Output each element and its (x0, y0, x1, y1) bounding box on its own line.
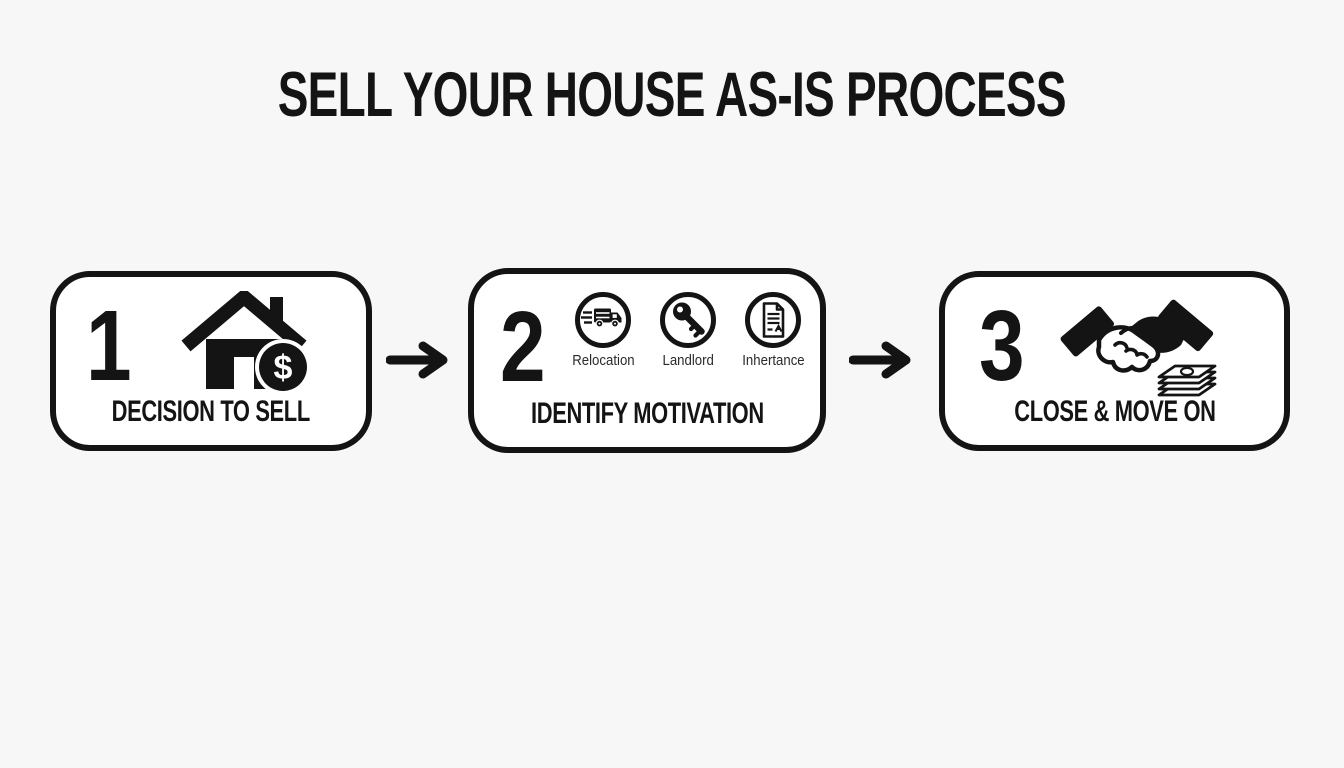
step-box-identify-motivation: 2 Relocation (468, 268, 826, 453)
step-label-text: CLOSE & MOVE ON (1013, 395, 1216, 428)
right-arrow-icon (386, 341, 448, 379)
step-label-text: IDENTIFY MOTIVATION (530, 397, 764, 430)
step-number-text: 1 (86, 290, 132, 402)
step-label: IDENTIFY MOTIVATION (474, 399, 820, 429)
step-number: 1 (86, 290, 142, 402)
motivation-label: Inhertance (741, 352, 805, 369)
motivation-label: Relocation (571, 352, 635, 369)
motivation-label: Landlord (662, 352, 714, 369)
svg-text:$: $ (274, 349, 293, 387)
motivation-landlord: Landlord (655, 290, 721, 370)
motivation-relocation: Relocation (570, 290, 636, 370)
motivation-inheritance: Inhertance (740, 290, 806, 370)
motivation-icon-row: Relocation Landlord (570, 290, 806, 370)
handshake-with-cash-icon (1060, 299, 1217, 397)
right-arrow-icon (849, 341, 911, 379)
moving-truck-icon (575, 292, 631, 348)
page-title-text: SELL YOUR HOUSE AS-IS PROCESS (277, 60, 1067, 130)
step-box-decision-to-sell: 1 $ DECISION TO SELL (50, 271, 372, 451)
house-with-dollar-coin-icon: $ (181, 291, 311, 395)
step-number: 3 (979, 290, 1035, 402)
document-icon (745, 292, 801, 348)
step-number-text: 2 (500, 291, 546, 403)
key-icon (660, 292, 716, 348)
step-label: DECISION TO SELL (56, 397, 366, 427)
step-number-text: 3 (979, 290, 1025, 402)
step-box-close-and-move-on: 3 CLOSE & MOVE ON (939, 271, 1290, 451)
page-title: SELL YOUR HOUSE AS-IS PROCESS (0, 64, 1344, 127)
step-label: CLOSE & MOVE ON (945, 397, 1284, 427)
step-label-text: DECISION TO SELL (111, 395, 311, 428)
step-number: 2 (500, 291, 556, 403)
